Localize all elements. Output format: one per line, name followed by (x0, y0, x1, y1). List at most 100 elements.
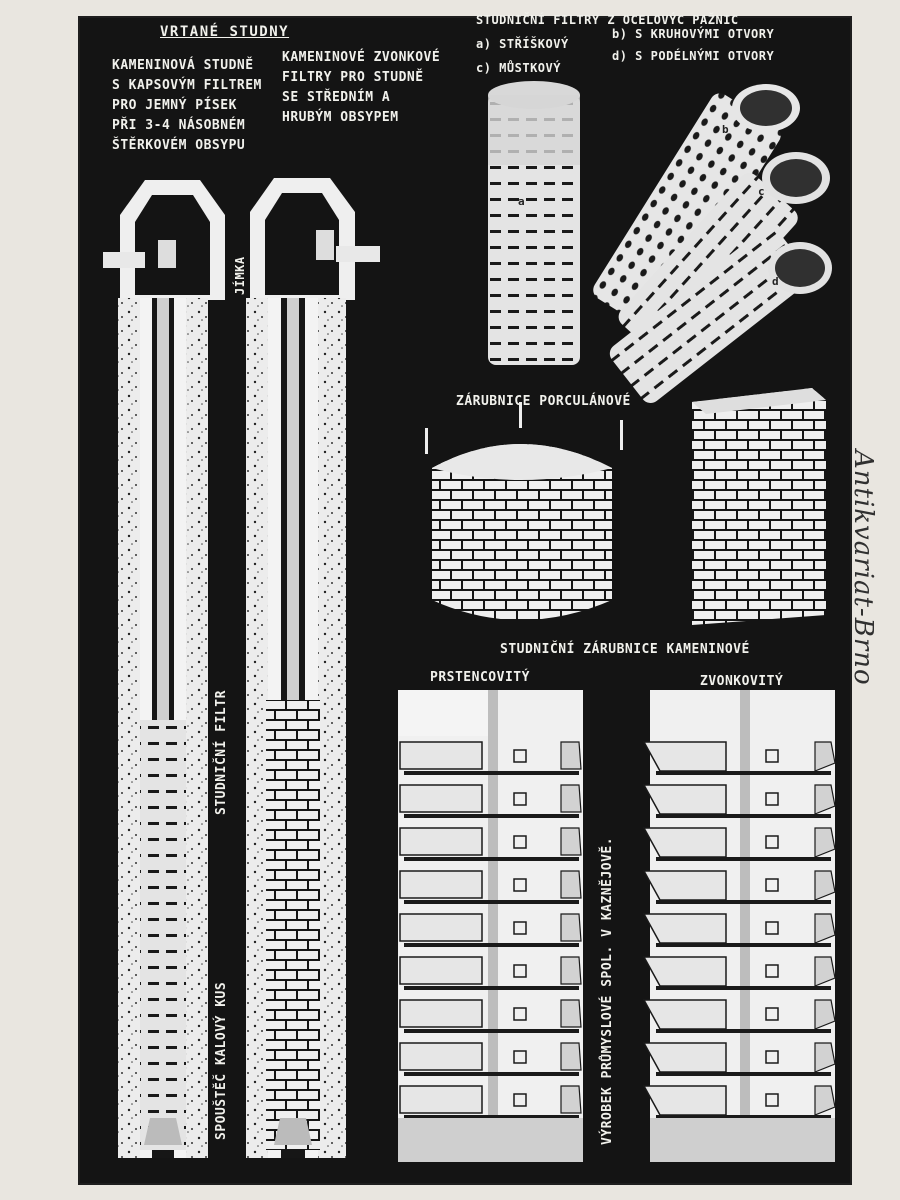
porcelain-screen-drawing (425, 402, 623, 620)
porcelain-screen-rim (432, 444, 612, 480)
well-2-outlet-pipe (336, 246, 380, 262)
casing-joint (404, 771, 579, 775)
casing-flange (560, 956, 582, 985)
casing-joint (404, 943, 579, 947)
casing-window (765, 878, 779, 892)
well-2-filter-section (266, 700, 320, 1150)
casing-flange (814, 1042, 836, 1073)
stoneware-screens-label: STUDNIČNÍ ZÁRUBNICE KAMENINOVÉ (500, 642, 750, 657)
bell-casing-ribs (642, 741, 836, 1119)
casing-window (513, 921, 527, 935)
stoneware-brick-block (692, 388, 826, 625)
casing-window (765, 1007, 779, 1021)
casing-flange (814, 784, 836, 815)
filter-d-cylinder (609, 226, 811, 403)
well-1-caption-line: S KAPSOVÝM FILTREM (112, 78, 262, 93)
casing-rib (399, 741, 483, 770)
casing-flange (814, 1085, 836, 1116)
well-1-filter-section (140, 720, 186, 1150)
well-2-sludge-piece (274, 1118, 312, 1145)
drilled-wells-heading: VRTANÉ STUDNY (160, 24, 290, 40)
casing-window (513, 1050, 527, 1064)
well-1-caption-line: KAMENINOVÁ STUDNĚ (112, 58, 254, 73)
bell-type-label: ZVONKOVITÝ (700, 674, 784, 689)
well-1-caption-line: ŠTĚRKOVÉM OBSYPU (112, 138, 246, 153)
casing-window (765, 749, 779, 763)
ring-casing-drawing (398, 690, 583, 1162)
sump-label: JÍMKA (233, 256, 247, 295)
well-1-riser-pipe (157, 298, 169, 858)
casing-joint (656, 943, 831, 947)
ring-casing-ribs (399, 741, 582, 1119)
casing-flange (814, 870, 836, 901)
steel-filter-c-label: c) MŮSTKOVÝ (476, 61, 561, 75)
casing-joint (656, 986, 831, 990)
well-1-caption-line: PRO JEMNÝ PÍSEK (112, 98, 237, 113)
casing-joint (404, 814, 579, 818)
well-2-caption-line: HRUBÝM OBSYPEM (282, 110, 399, 125)
casing-window (513, 878, 527, 892)
steel-filter-a-label: a) STŘÍŠKOVÝ (476, 37, 569, 51)
porcelain-screen-body (432, 444, 612, 620)
casing-window (513, 749, 527, 763)
casing-joint (656, 900, 831, 904)
casing-window (765, 835, 779, 849)
casing-flange (560, 741, 582, 770)
steel-filter-d-label: d) S PODÉLNÝMI OTVORY (612, 49, 775, 63)
porcelain-screens-label: ZÁRUBNICE PORCULÁNOVÉ (456, 394, 631, 409)
casing-window (513, 964, 527, 978)
casing-joint (404, 900, 579, 904)
casing-flange (814, 999, 836, 1030)
casing-flange (560, 784, 582, 813)
casing-rib (399, 999, 483, 1028)
casing-window (765, 792, 779, 806)
casing-window (513, 835, 527, 849)
filter-b-tag: b (722, 123, 730, 136)
well-2-caption: KAMENINOVÉ ZVONKOVÉ FILTRY PRO STUDNĚ SE… (282, 48, 440, 128)
casing-flange (560, 870, 582, 899)
casing-flange (560, 827, 582, 856)
well-1-drawing (103, 180, 225, 1158)
casing-window (513, 1007, 527, 1021)
steel-filters-drawing (488, 81, 832, 403)
well-1-outlet-pipe (103, 252, 145, 268)
casing-window (765, 921, 779, 935)
filter-c-tag: c (758, 185, 766, 198)
manufacturer-label: VÝROBEK PRŮMYSLOVÉ SPOL. V KAZNĚJOVĚ. (600, 836, 615, 1145)
casing-joint (656, 771, 831, 775)
casing-joint (404, 857, 579, 861)
filter-a-tag: a (518, 195, 526, 208)
casing-rib (399, 784, 483, 813)
sludge-piece-label: SPOUŠTĚČ KALOVÝ KUS (214, 981, 229, 1140)
stoneware-block-face (692, 388, 826, 625)
well-filter-label: STUDNIČNÍ FILTR (214, 690, 229, 815)
casing-flange (560, 913, 582, 942)
casing-joint (656, 814, 831, 818)
casing-joint (404, 1072, 579, 1076)
casing-flange (560, 1042, 582, 1071)
bell-casing-drawing (642, 690, 836, 1162)
filter-b-cylinder (593, 93, 781, 332)
casing-flange (560, 999, 582, 1028)
casing-flange (814, 827, 836, 858)
well-2-drawing (246, 178, 380, 1158)
ring-type-label: PRSTENCOVITÝ (430, 670, 530, 685)
casing-window (513, 792, 527, 806)
casing-joint (404, 1029, 579, 1033)
casing-window (765, 964, 779, 978)
casing-joint (656, 1029, 831, 1033)
casing-rib (399, 956, 483, 985)
well-2-caption-line: KAMENINOVÉ ZVONKOVÉ (282, 50, 441, 65)
casing-flange (814, 913, 836, 944)
filter-d-tag: d (772, 275, 780, 288)
casing-window (765, 1050, 779, 1064)
steel-filter-b-label: b) S KRUHOVÝMI OTVORY (612, 27, 775, 41)
well-2-caption-line: FILTRY PRO STUDNĚ (282, 70, 424, 85)
well-1-caption: KAMENINOVÁ STUDNĚ S KAPSOVÝM FILTREM PRO… (112, 56, 262, 156)
casing-flange (560, 1085, 582, 1114)
casing-rib (399, 913, 483, 942)
casing-joint (656, 857, 831, 861)
well-1-caption-line: PŘI 3-4 NÁSOBNÉM (112, 118, 246, 133)
casing-joint (404, 1115, 579, 1119)
